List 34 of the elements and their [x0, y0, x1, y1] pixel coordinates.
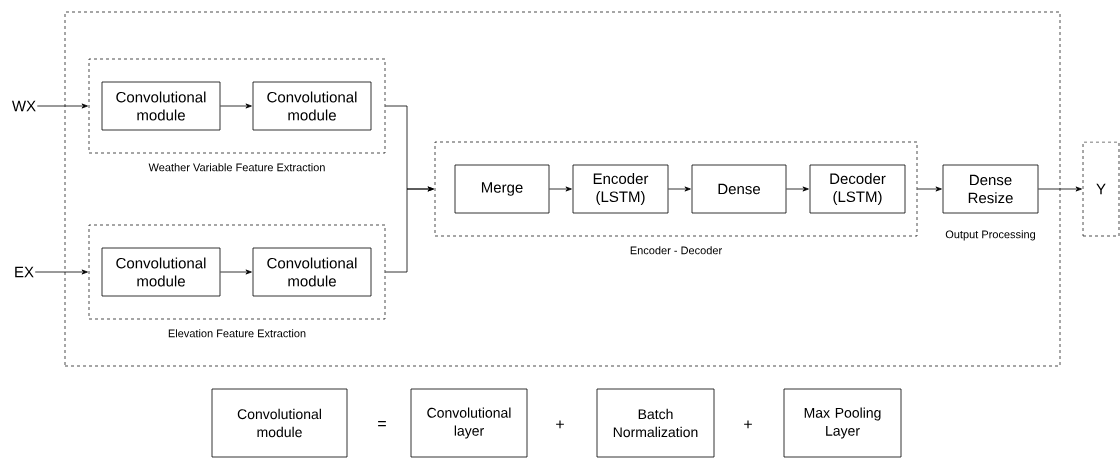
input-label: EX	[15, 266, 34, 278]
process-box: Convolutional layer	[410, 388, 528, 458]
operator-sign: +	[744, 420, 752, 429]
process-box: Batch Normalization	[596, 388, 715, 458]
arrow	[916, 186, 942, 192]
arrow	[36, 103, 88, 109]
arrow	[1038, 186, 1082, 192]
arrow	[220, 269, 252, 275]
group-label: Weather Variable Feature Extraction	[148, 163, 325, 172]
process-box: Convolutional module	[252, 247, 372, 297]
operator-sign: =	[378, 421, 386, 427]
output-box: Y	[1082, 141, 1120, 237]
arrow	[786, 186, 809, 192]
group-label: Elevation Feature Extraction	[168, 329, 306, 338]
process-box: Dense	[691, 164, 787, 214]
arrow	[549, 186, 572, 192]
process-box: Convolutional module	[252, 81, 372, 131]
input-label: WX	[12, 100, 36, 112]
process-box: Max Pooling Layer	[783, 388, 902, 458]
arrow	[384, 186, 434, 273]
arrow	[668, 186, 691, 192]
process-box: Convolutional module	[101, 247, 221, 297]
dashed-group-frame	[64, 11, 1061, 367]
operator-sign: +	[556, 420, 564, 429]
process-box: Encoder (LSTM)	[572, 164, 669, 214]
arrow	[220, 103, 252, 109]
process-box: Convolutional module	[211, 388, 348, 458]
process-box: Convolutional module	[101, 81, 221, 131]
group-label: Encoder - Decoder	[630, 246, 722, 255]
process-box: Merge	[454, 164, 550, 214]
process-box: Dense Resize	[942, 164, 1039, 214]
process-box: Decoder (LSTM)	[809, 164, 906, 214]
box-caption: Output Processing	[945, 230, 1036, 241]
arrow	[34, 269, 88, 275]
